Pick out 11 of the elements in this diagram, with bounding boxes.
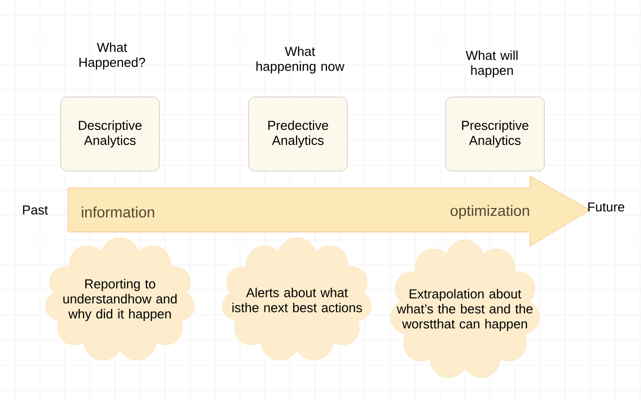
analytics-box: Predective Analytics <box>248 96 348 172</box>
analytics-box: Descriptive Analytics <box>60 96 160 172</box>
analytics-box: Prescriptive Analytics <box>445 96 545 172</box>
idea-cloud: Reporting to understandhow and why did it happen <box>45 237 195 361</box>
idea-cloud: Extrapolation about what’s the best and the worstthat can happen <box>390 240 540 378</box>
idea-cloud: Alerts about what isthe next best actions <box>222 237 372 361</box>
question-label: What happening now <box>256 46 344 74</box>
question-label: What Happened? <box>79 42 146 70</box>
time-label: Future <box>588 202 624 212</box>
question-label: What will happen <box>466 50 518 78</box>
time-label: Past <box>23 205 48 215</box>
